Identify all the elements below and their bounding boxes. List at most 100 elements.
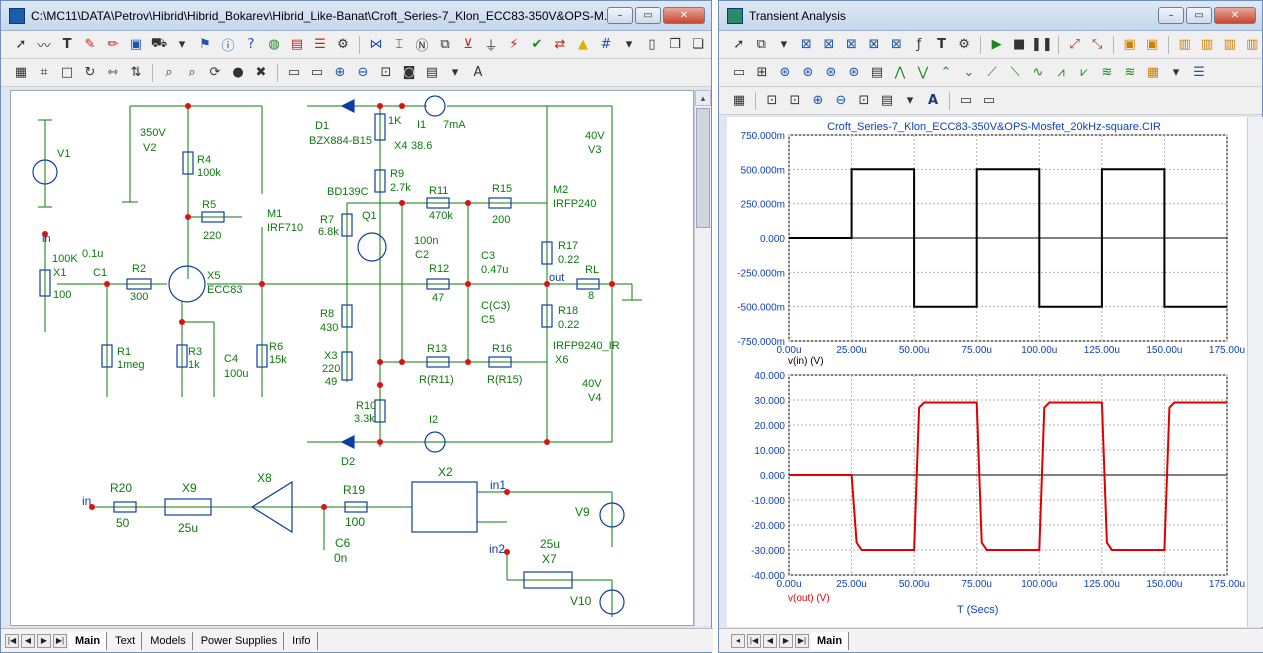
probe-icon[interactable]: ⊻ <box>463 37 473 52</box>
zoom-out-icon[interactable]: ⊖ <box>357 65 369 80</box>
first-page-icon[interactable]: |◀ <box>747 633 761 648</box>
x3-pot[interactable] <box>341 351 353 381</box>
peak-icon[interactable]: ⋀ <box>894 65 906 80</box>
select-arrow-icon[interactable]: ➚ <box>15 37 27 52</box>
grid-icon[interactable]: ⊞ <box>756 65 768 80</box>
d2-diode[interactable] <box>340 435 355 449</box>
r7-resistor[interactable] <box>341 213 353 237</box>
r6-resistor[interactable] <box>256 344 268 368</box>
cursor4-icon[interactable]: ⊛ <box>848 65 860 80</box>
global-low-icon[interactable]: ⩗ <box>1080 65 1088 80</box>
paste-page-icon[interactable]: ❏ <box>692 37 704 52</box>
pencil-icon[interactable]: ✏ <box>107 37 119 52</box>
copy-page-icon[interactable]: ❐ <box>669 37 681 52</box>
x1-pot[interactable] <box>39 269 51 297</box>
first-page-icon[interactable]: |◀ <box>5 633 19 648</box>
zoom-fit-icon[interactable]: ⊡ <box>380 65 392 80</box>
check-icon[interactable]: ✔ <box>531 37 543 52</box>
i1-source[interactable] <box>424 95 446 117</box>
tab-main[interactable]: Main <box>811 631 850 650</box>
plot2-icon[interactable]: ⊠ <box>823 37 835 52</box>
font-icon[interactable]: A <box>927 93 939 108</box>
box-select-icon[interactable]: ⌗ <box>40 65 48 80</box>
plot-icon[interactable]: ⊠ <box>800 37 812 52</box>
layer2-icon[interactable]: ▭ <box>310 65 324 80</box>
text-tool-icon[interactable]: T <box>937 37 946 52</box>
scroll-up-icon[interactable]: ▲ <box>695 90 711 106</box>
x7-delay[interactable] <box>523 571 573 589</box>
plot3-icon[interactable]: ⊠ <box>845 37 857 52</box>
run-icon[interactable]: ▶ <box>991 37 1002 52</box>
v10-source[interactable] <box>599 589 625 615</box>
lightning-icon[interactable]: ⚡ <box>509 37 519 52</box>
schematic-vertical-scrollbar[interactable]: ▲ <box>694 90 711 626</box>
dropdown-arrow-icon[interactable]: ▾ <box>625 37 633 52</box>
clipboard-icon[interactable]: ▦ <box>1146 65 1160 80</box>
layout3-icon[interactable]: ▥ <box>1223 37 1236 52</box>
close-button[interactable]: ✕ <box>663 7 705 24</box>
x8-amplifier[interactable] <box>250 480 293 534</box>
help-icon[interactable]: ? <box>247 37 255 52</box>
slope2-icon[interactable]: ⟍ <box>1010 65 1020 80</box>
grid-icon[interactable]: # <box>600 37 612 52</box>
q1-transistor[interactable] <box>357 232 387 262</box>
r15-resistor[interactable] <box>488 197 512 209</box>
refresh-icon[interactable]: ⟳ <box>209 65 221 80</box>
tab-power-supplies[interactable]: Power Supplies <box>195 631 285 650</box>
current-icon[interactable]: ⇄ <box>554 37 566 52</box>
voltage-icon[interactable]: ⏚ <box>484 39 498 54</box>
camera-icon[interactable]: ◙ <box>402 65 416 80</box>
cursor-icon[interactable]: ⊛ <box>779 65 791 80</box>
prev-page-icon[interactable]: ◀ <box>21 633 35 648</box>
inflection-icon[interactable]: ∿ <box>1032 65 1044 80</box>
layout-icon[interactable]: ▥ <box>1178 37 1191 52</box>
minimize-button[interactable]: – <box>1158 7 1184 24</box>
r2-resistor[interactable] <box>126 278 152 290</box>
r20-resistor[interactable] <box>113 501 137 513</box>
v1-source-symbol[interactable] <box>32 159 58 185</box>
r16-resistor[interactable] <box>488 356 512 368</box>
node-numbers-icon[interactable]: Ⓝ <box>415 39 429 54</box>
r17-resistor[interactable] <box>541 241 553 265</box>
r4-resistor[interactable] <box>182 151 194 175</box>
dropdown-arrow-icon[interactable]: ▾ <box>780 37 788 52</box>
tab-text[interactable]: Text <box>109 631 143 650</box>
cursor2-icon[interactable]: ⊛ <box>802 65 814 80</box>
stop-icon[interactable]: ■ <box>1012 37 1026 52</box>
page-icon[interactable]: ▯ <box>648 37 656 52</box>
layer-icon[interactable]: ▭ <box>287 65 301 80</box>
frame-icon[interactable]: ▣ <box>1123 37 1136 52</box>
properties-icon[interactable]: ⚙ <box>958 37 970 52</box>
flag-icon[interactable]: ⚑ <box>199 37 211 52</box>
zoom-in-icon[interactable]: ⊕ <box>812 93 824 108</box>
transient-vertical-scrollbar[interactable] <box>1247 117 1263 627</box>
r12-resistor[interactable] <box>426 278 450 290</box>
node-icon[interactable]: ⋈ <box>369 37 383 52</box>
pen-icon[interactable]: ✎ <box>84 37 96 52</box>
table-icon[interactable]: ☰ <box>314 37 326 52</box>
copy-icon[interactable]: ⧉ <box>756 37 766 52</box>
stop-icon[interactable]: ● <box>232 65 244 80</box>
rl-resistor[interactable] <box>576 278 600 290</box>
cancel-icon[interactable]: ✖ <box>255 65 267 80</box>
layer2-icon[interactable]: ▭ <box>982 93 996 108</box>
plot5-icon[interactable]: ⊠ <box>891 37 902 52</box>
close-button[interactable]: ✕ <box>1214 7 1256 24</box>
dropdown-arrow-icon[interactable]: ▾ <box>1172 65 1180 80</box>
valley-icon[interactable]: ⋁ <box>917 65 929 80</box>
low-icon[interactable]: ⌄ <box>963 65 975 80</box>
restore-button[interactable]: ▭ <box>635 7 661 24</box>
zoom-in-icon[interactable]: ⊕ <box>334 65 346 80</box>
next-page-icon[interactable]: ▶ <box>37 633 51 648</box>
scale2-icon[interactable]: ⤡ <box>1091 37 1103 52</box>
mirror-icon[interactable]: ⇿ <box>107 65 119 80</box>
zoom-out-icon[interactable]: ⊖ <box>835 93 847 108</box>
grid-edit-icon[interactable]: ▤ <box>290 37 304 52</box>
next-page-icon[interactable]: ▶ <box>779 633 793 648</box>
panel-icon[interactable]: ▭ <box>732 65 746 80</box>
flip-icon[interactable]: ⇅ <box>130 65 142 80</box>
r10-resistor[interactable] <box>374 399 386 423</box>
box-icon[interactable]: □ <box>60 65 74 80</box>
rotate-icon[interactable]: ↻ <box>84 65 96 80</box>
scroll-thumb[interactable] <box>696 108 710 228</box>
